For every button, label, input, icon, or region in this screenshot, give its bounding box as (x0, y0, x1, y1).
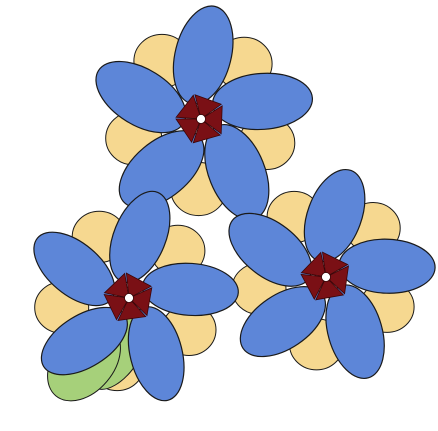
core-pore (197, 115, 206, 124)
core-pore (125, 294, 134, 303)
core-pore (322, 273, 331, 282)
